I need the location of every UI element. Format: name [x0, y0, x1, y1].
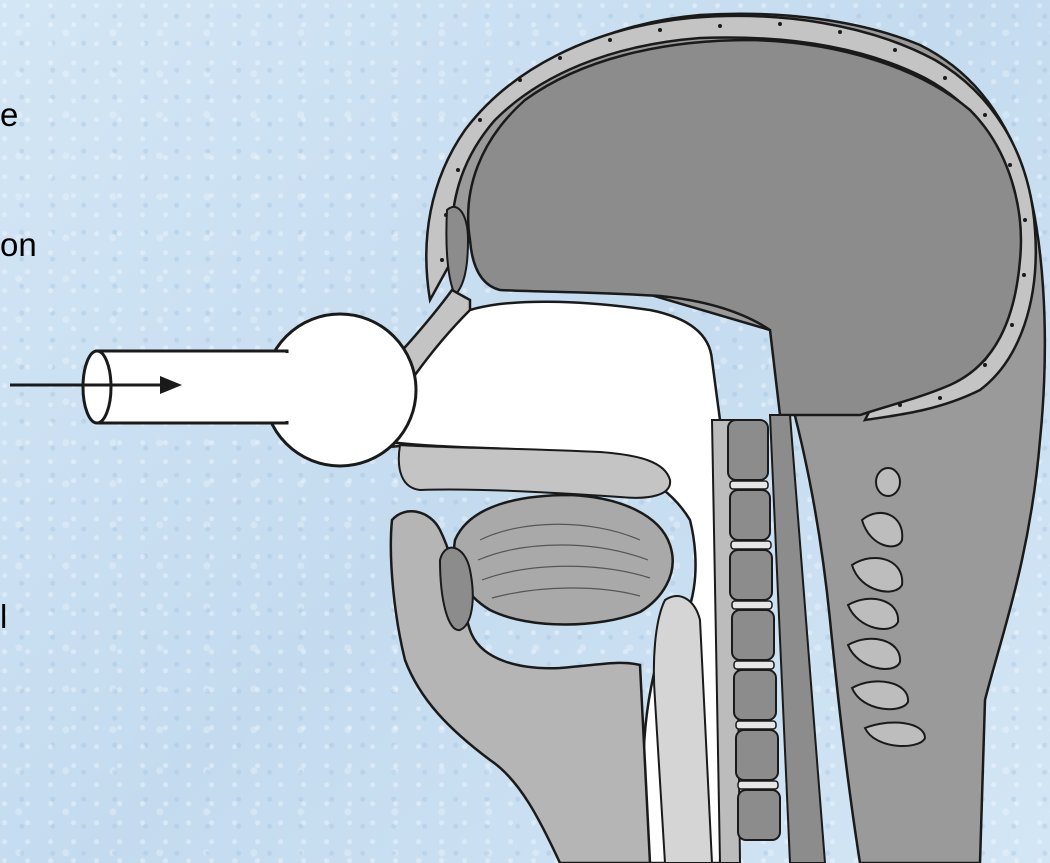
frontal-sinus [446, 207, 468, 295]
tongue [454, 495, 673, 625]
tube [83, 351, 292, 423]
